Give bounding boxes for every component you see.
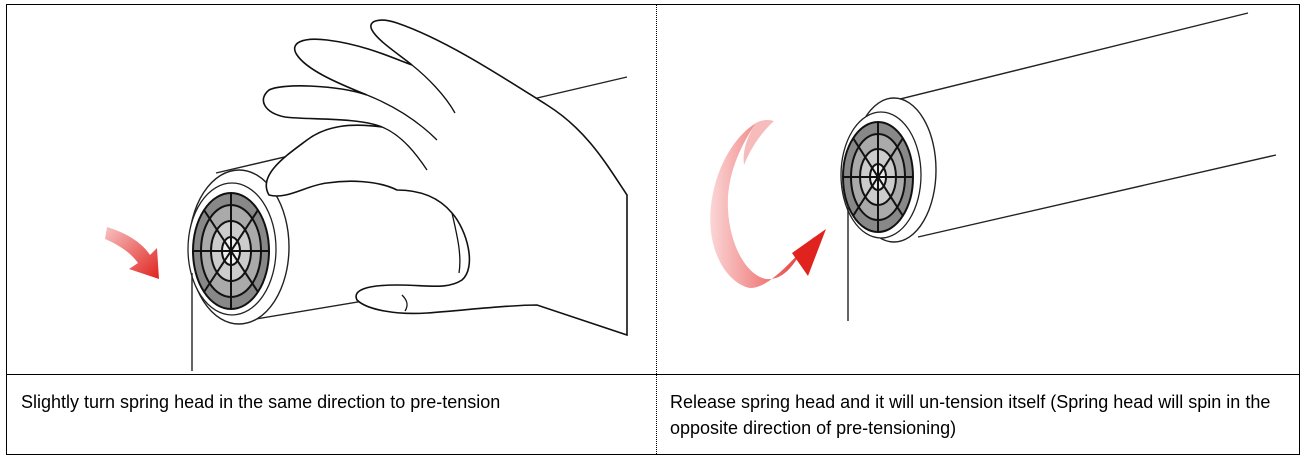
illustration-release xyxy=(656,5,1299,374)
caption-release: Release spring head and it will un-tensi… xyxy=(656,374,1299,441)
illustration-pretension xyxy=(7,5,656,374)
spring-head xyxy=(841,112,921,238)
instruction-table: Slightly turn spring head in the same di… xyxy=(6,4,1300,455)
caption-cell-right: Release spring head and it will un-tensi… xyxy=(656,374,1299,454)
caption-pretension: Slightly turn spring head in the same di… xyxy=(7,374,656,415)
hand-outline xyxy=(263,20,627,335)
row-divider xyxy=(7,374,1299,375)
spin-arrow-icon xyxy=(710,120,826,288)
caption-cell-left: Slightly turn spring head in the same di… xyxy=(7,374,656,454)
turn-arrow-icon xyxy=(105,227,159,279)
column-divider xyxy=(656,5,657,454)
spring-head xyxy=(188,183,276,315)
tube xyxy=(884,13,1276,237)
